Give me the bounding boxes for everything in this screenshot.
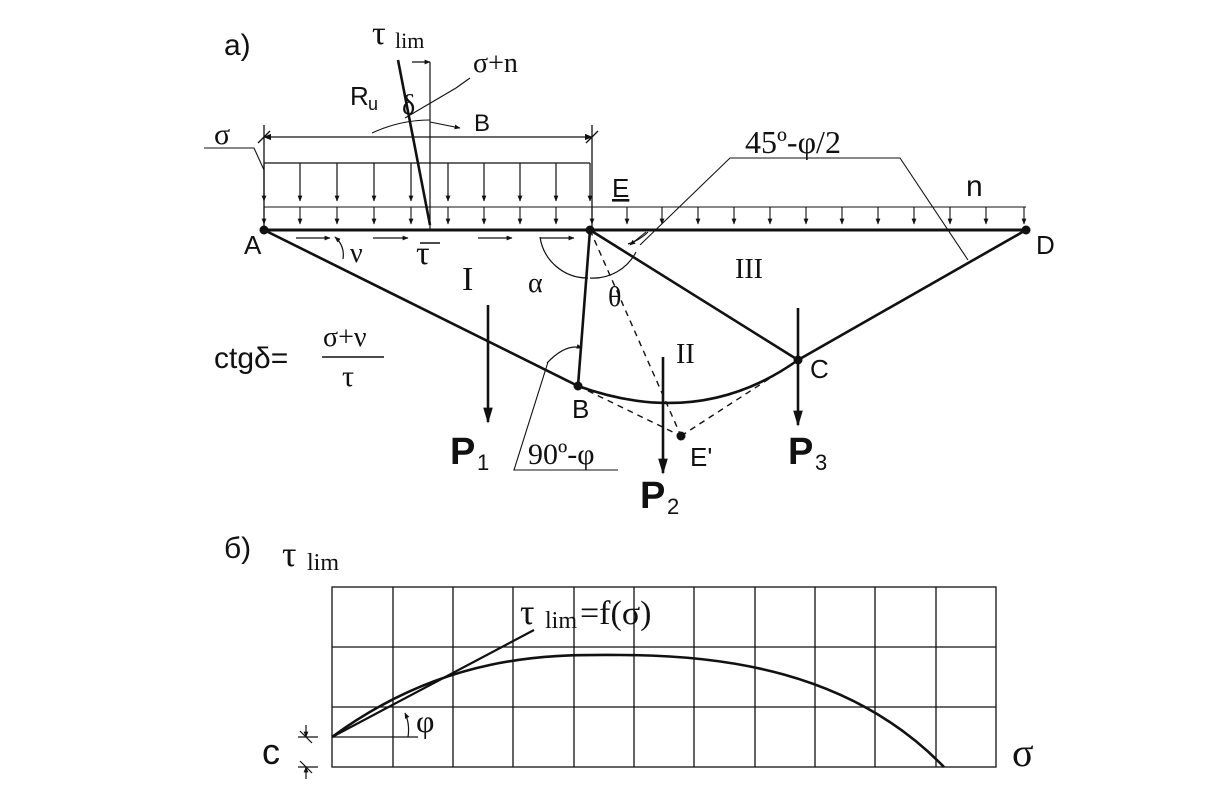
P1-sub: 1 — [477, 450, 489, 475]
ru-label: R — [350, 81, 369, 111]
c-dimension — [298, 725, 318, 779]
dashed-construction — [577, 229, 799, 437]
n-load-block — [261, 206, 1027, 225]
zone-III-label: III — [735, 254, 763, 285]
node-E — [585, 225, 595, 235]
load-resultants — [483, 305, 803, 475]
tau-label: τ — [416, 235, 430, 272]
node-D — [1021, 225, 1031, 235]
y-axis-sub: lim — [307, 550, 339, 576]
angle-arcs — [334, 231, 649, 364]
nu-label: ν — [350, 238, 363, 269]
P2-label: P — [640, 475, 665, 517]
formula-lhs: ctgδ= — [214, 342, 288, 375]
node-A — [259, 225, 269, 235]
point-B-label: B — [572, 394, 589, 424]
theta-label: θ — [608, 282, 621, 313]
angle-90-label: 90º-φ — [528, 438, 595, 471]
phi-label: φ — [416, 703, 434, 739]
sigma-leader — [204, 147, 265, 171]
sigma-load-block — [261, 162, 593, 202]
slip-surfaces — [263, 228, 1027, 405]
formula-numerator: σ+ν — [323, 322, 367, 353]
nodes — [259, 225, 1031, 441]
zone-II-label: II — [676, 339, 695, 370]
x-axis-label: σ — [1012, 730, 1034, 775]
panel-b-label: б) — [224, 532, 251, 565]
tau-lim-label: τ — [372, 15, 386, 52]
angle-45-leaders — [629, 157, 969, 261]
panel-a-label: а) — [224, 29, 251, 62]
node-C — [793, 355, 803, 365]
P3-label: P — [788, 431, 813, 473]
resultant-force — [371, 59, 471, 230]
curve-label: τ — [520, 592, 534, 632]
load-n-label: n — [966, 170, 983, 203]
panel-b-labels: б) τ lim τ lim =f(σ) φ c σ — [224, 532, 1034, 775]
angle-45-label: 45º-φ/2 — [745, 124, 841, 160]
point-A-label: A — [244, 230, 262, 260]
ru-sub: u — [368, 94, 378, 114]
P3-sub: 3 — [815, 450, 827, 475]
formula-denominator: τ — [342, 360, 354, 393]
node-E-prime — [676, 431, 686, 441]
panel-a-labels: а) τ lim σ+n R u δ B σ 45º-φ/2 E n A D ν… — [214, 15, 1055, 519]
y-axis-label: τ — [282, 534, 296, 574]
P1-label: P — [450, 431, 475, 473]
alpha-label: α — [528, 268, 543, 299]
curve-label-rest: =f(σ) — [580, 595, 651, 632]
panel-b-grid — [331, 586, 997, 768]
tau-lim-sub: lim — [395, 28, 424, 53]
delta-label: δ — [402, 90, 415, 121]
c-label: c — [262, 731, 280, 772]
node-B — [573, 381, 583, 391]
phi-arc — [404, 712, 410, 738]
tangent-line — [331, 629, 535, 738]
point-E-label: E — [612, 173, 629, 203]
P2-sub: 2 — [667, 494, 679, 519]
zone-I-label: I — [462, 261, 473, 298]
sigma-plus-n-label: σ+n — [473, 48, 518, 79]
panel-a — [204, 59, 1031, 475]
angle-90-leader — [513, 361, 618, 471]
sigma-label: σ — [214, 118, 230, 151]
width-B-label: B — [474, 110, 490, 137]
point-E-prime-label: E' — [690, 442, 712, 472]
curve-label-sub: lim — [545, 608, 577, 634]
panel-b — [298, 586, 997, 779]
point-C-label: C — [810, 354, 829, 384]
point-D-label: D — [1036, 230, 1055, 260]
